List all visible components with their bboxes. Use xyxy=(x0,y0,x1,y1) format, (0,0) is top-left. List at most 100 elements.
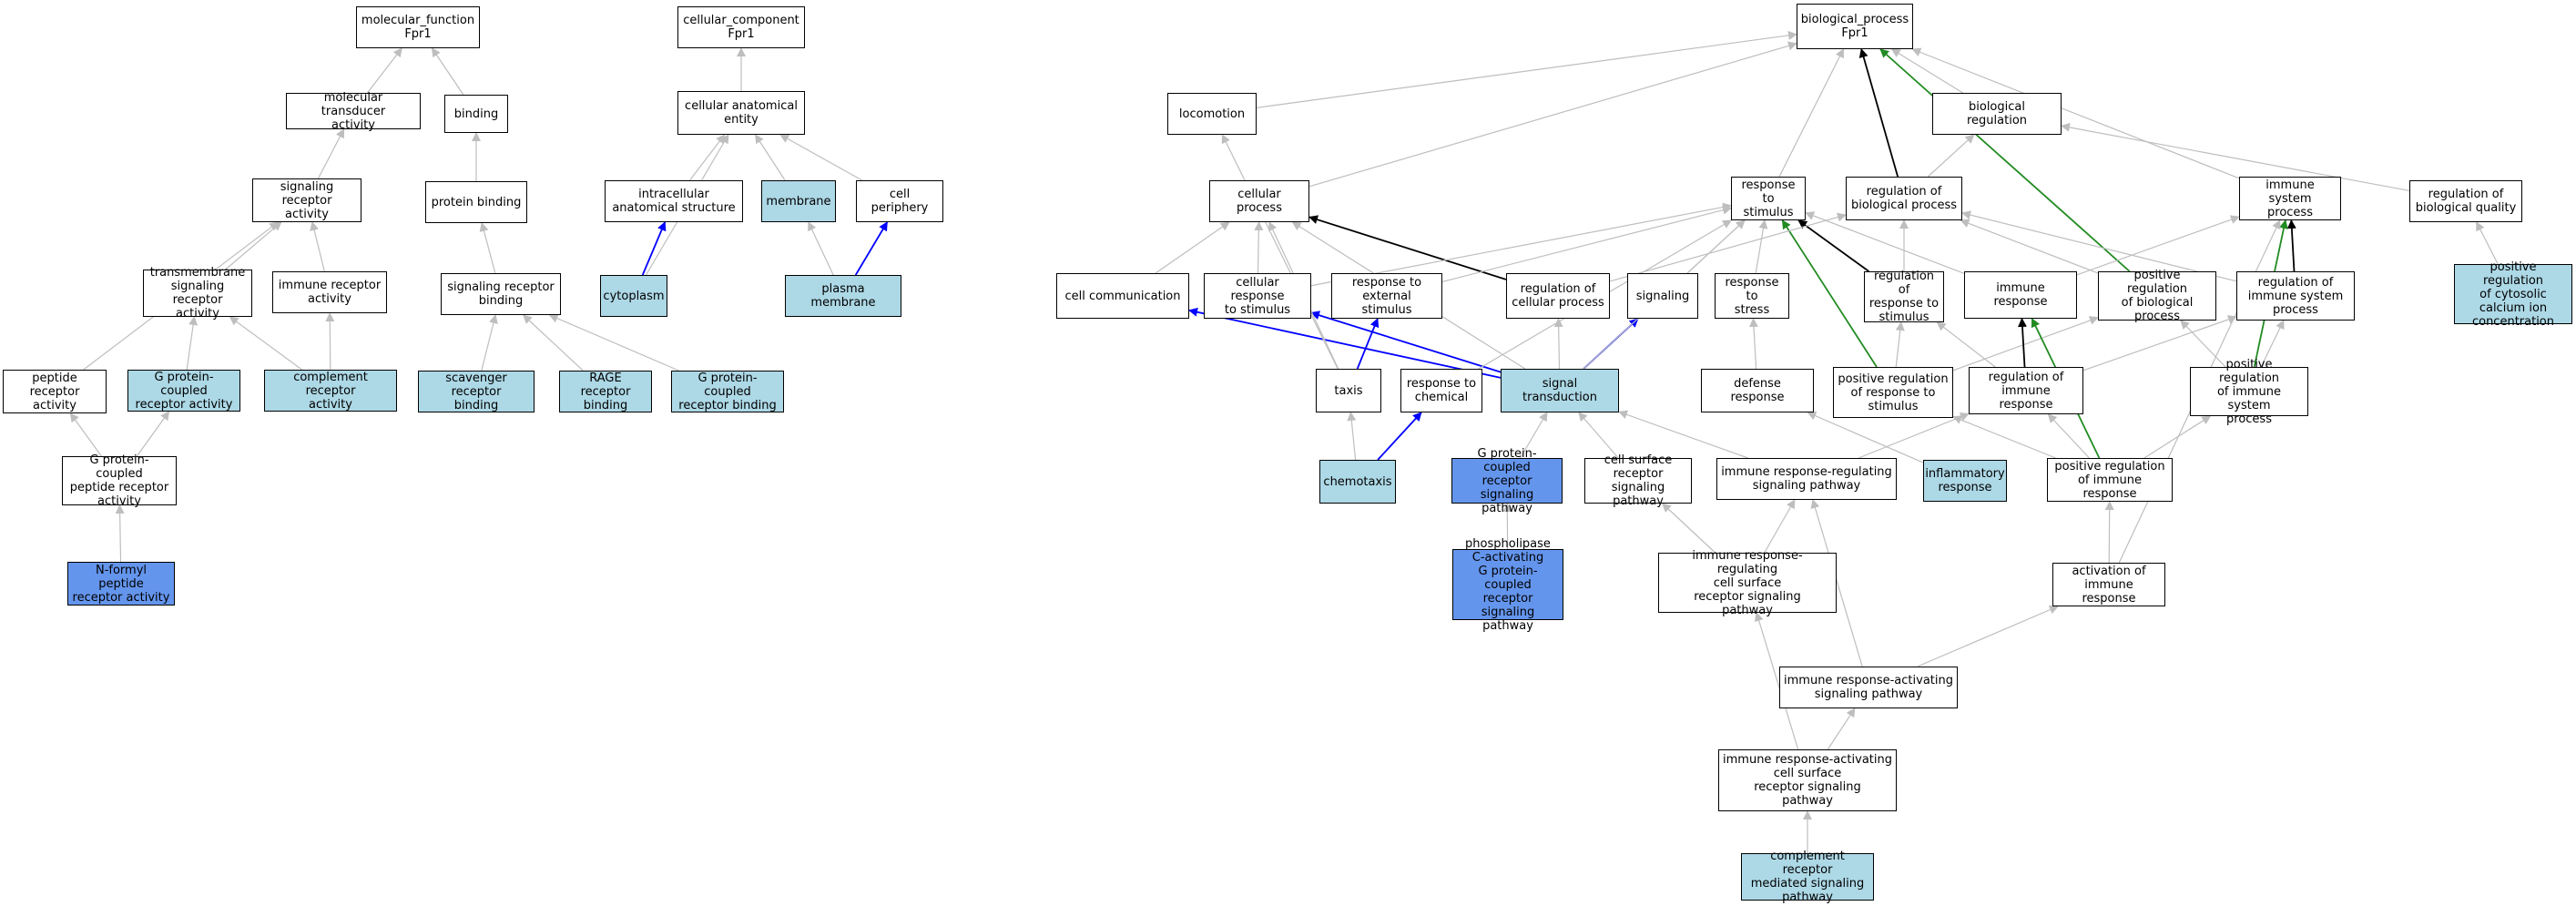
node-prbp[interactable]: positive regulation of biological proces… xyxy=(2098,269,2216,323)
node-prcc[interactable]: positive regulation of cytosolic calcium… xyxy=(2454,260,2572,329)
edge-prbp-to-rbp xyxy=(1960,219,2099,274)
edge-prrs-to-rrs xyxy=(1895,321,1905,368)
edge-tmsra-to-sra xyxy=(225,221,282,270)
node-sra[interactable]: signaling receptor activity xyxy=(252,178,361,222)
edge-cyto-to-ias xyxy=(641,221,667,276)
node-irasp[interactable]: immune response-activating signaling pat… xyxy=(1779,667,1958,708)
node-rstress[interactable]: response to stress xyxy=(1715,273,1789,319)
edge-st-to-crs xyxy=(1310,310,1502,373)
node-bp[interactable]: biological_process Fpr1 xyxy=(1797,4,1913,49)
node-mf[interactable]: molecular_function Fpr1 xyxy=(356,6,480,48)
node-cc[interactable]: cellular_component Fpr1 xyxy=(677,6,805,48)
node-ias[interactable]: intracellular anatomical structure xyxy=(605,180,743,222)
node-cproc[interactable]: cellular process xyxy=(1209,180,1309,222)
node-pra[interactable]: peptide receptor activity xyxy=(3,370,107,413)
node-gpcrsp[interactable]: G protein-coupled receptor signaling pat… xyxy=(1451,447,1563,515)
node-pm[interactable]: plasma membrane xyxy=(785,275,901,317)
node-plc[interactable]: phospholipase C-activating G protein-cou… xyxy=(1452,537,1563,633)
edge-cra-to-ira xyxy=(325,312,335,371)
edge-nfpra-to-gpcpra xyxy=(115,504,125,563)
node-rage[interactable]: RAGE receptor binding xyxy=(559,371,652,412)
edge-mem-to-cae xyxy=(755,134,786,181)
node-nfpra[interactable]: N-formyl peptide receptor activity xyxy=(67,562,175,606)
node-csrsp[interactable]: cell surface receptor signaling pathway xyxy=(1584,453,1692,508)
edge-srb-to-pb xyxy=(479,222,496,274)
node-isp[interactable]: immune system process xyxy=(2239,177,2341,220)
edge-gpcpra-to-pra xyxy=(69,412,102,457)
edge-irasp-to-air xyxy=(1917,605,2059,667)
node-ccom[interactable]: cell communication xyxy=(1056,273,1189,319)
node-iracs[interactable]: immune response-activating cell surface … xyxy=(1718,749,1897,811)
edge-crs-to-rts xyxy=(1310,202,1732,287)
edge-taxis-to-loco xyxy=(1221,134,1339,370)
edge-prir-to-prrs xyxy=(1952,415,2056,459)
node-infl[interactable]: inflammatory response xyxy=(1923,460,2007,502)
node-chemo[interactable]: chemotaxis xyxy=(1319,460,1396,504)
node-irrcs[interactable]: immune response-regulating cell surface … xyxy=(1658,549,1837,617)
node-cper[interactable]: cell periphery xyxy=(856,180,943,222)
edge-ias-to-cae xyxy=(689,134,726,181)
edge-loco-to-bp xyxy=(1256,30,1797,108)
node-rrs[interactable]: regulation of response to stimulus xyxy=(1864,270,1944,324)
node-air[interactable]: activation of immune response xyxy=(2052,563,2165,606)
node-scav[interactable]: scavenger receptor binding xyxy=(418,371,535,412)
edge-cra-to-tmsra xyxy=(229,316,302,371)
edge-prbp-to-bp xyxy=(1879,48,2131,272)
edge-isp-to-bp xyxy=(1911,47,2240,179)
node-prrs[interactable]: positive regulation of response to stimu… xyxy=(1833,367,1953,418)
node-ira[interactable]: immune receptor activity xyxy=(272,271,387,313)
node-cae[interactable]: cellular anatomical entity xyxy=(677,91,805,135)
edge-irrcs-to-irrsp xyxy=(1764,499,1796,554)
node-dr[interactable]: defense response xyxy=(1701,369,1814,412)
node-pb[interactable]: protein binding xyxy=(425,181,527,223)
edge-chemo-to-taxis xyxy=(1347,412,1357,461)
edge-cproc-to-bp xyxy=(1308,41,1797,188)
node-breg[interactable]: biological regulation xyxy=(1932,93,2062,135)
node-res[interactable]: response to external stimulus xyxy=(1331,273,1442,319)
node-crmsp[interactable]: complement receptor mediated signaling p… xyxy=(1741,850,1874,904)
edge-ir-to-isp xyxy=(2076,215,2240,276)
node-prisp[interactable]: positive regulation of immune system pro… xyxy=(2190,358,2308,426)
node-ir[interactable]: immune response xyxy=(1964,271,2077,319)
node-tmsra[interactable]: transmembrane signaling receptor activit… xyxy=(143,266,252,321)
node-risp[interactable]: regulation of immune system process xyxy=(2236,271,2355,321)
edge-gpcrb-to-srb xyxy=(548,313,679,372)
node-gpcra[interactable]: G protein-coupled receptor activity xyxy=(127,370,240,412)
edge-prrs-to-prbp xyxy=(1952,316,2099,372)
node-mem[interactable]: membrane xyxy=(761,180,836,222)
edge-iracs-to-irasp xyxy=(1827,707,1856,750)
node-rts[interactable]: response to stimulus xyxy=(1731,177,1806,220)
node-crs[interactable]: cellular response to stimulus xyxy=(1204,273,1311,319)
node-gpcrb[interactable]: G protein-coupled receptor binding xyxy=(671,371,784,412)
node-st[interactable]: signal transduction xyxy=(1501,369,1619,412)
edge-prir-to-prisp xyxy=(2143,415,2212,459)
edge-rage-to-srb xyxy=(522,314,584,372)
node-srb[interactable]: signaling receptor binding xyxy=(441,273,561,315)
edge-prisp-to-risp xyxy=(2260,320,2285,368)
node-rbq[interactable]: regulation of biological quality xyxy=(2409,180,2522,222)
edge-breg-to-bp xyxy=(1890,48,1963,94)
node-gpcpra[interactable]: G protein-coupled peptide receptor activ… xyxy=(62,453,177,508)
edge-cper-to-cae xyxy=(779,134,863,181)
node-cra[interactable]: complement receptor activity xyxy=(264,370,397,412)
node-rchem[interactable]: response to chemical xyxy=(1400,369,1482,412)
edge-gpcrsp-to-st xyxy=(1520,412,1548,459)
node-cyto[interactable]: cytoplasm xyxy=(600,275,667,317)
node-rir[interactable]: regulation of immune response xyxy=(1969,367,2083,414)
edge-ir-to-rts xyxy=(1805,211,1965,274)
edge-rir-to-ir xyxy=(2018,318,2027,368)
node-taxis[interactable]: taxis xyxy=(1316,369,1381,412)
node-binding[interactable]: binding xyxy=(444,95,508,133)
node-rcp[interactable]: regulation of cellular process xyxy=(1506,273,1610,319)
node-sig[interactable]: signaling xyxy=(1627,273,1698,319)
edge-gpcra-to-tmsra xyxy=(186,316,199,371)
node-loco[interactable]: locomotion xyxy=(1167,93,1257,135)
edge-st-to-ccom xyxy=(1188,307,1502,379)
node-irrsp[interactable]: immune response-regulating signaling pat… xyxy=(1716,458,1897,500)
node-prir[interactable]: positive regulation of immune response xyxy=(2047,458,2173,502)
node-rbp[interactable]: regulation of biological process xyxy=(1846,177,1962,220)
edge-irrcs-to-csrsp xyxy=(1662,503,1716,554)
edge-prir-to-rir xyxy=(2047,413,2090,459)
edge-rstress-to-rts xyxy=(1755,219,1768,274)
node-mta[interactable]: molecular transducer activity xyxy=(286,91,421,132)
